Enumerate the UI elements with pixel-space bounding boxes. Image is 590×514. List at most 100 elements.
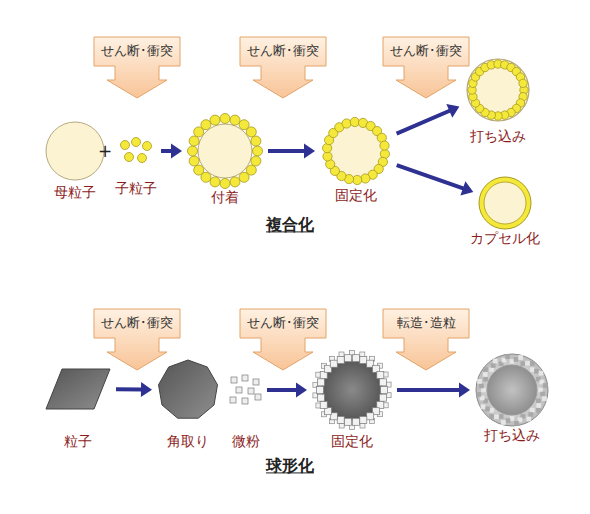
particle-label: 微粉 xyxy=(180,433,312,449)
operation-arrow-box: せん断･衝突 xyxy=(382,36,470,100)
spherical-particle-part xyxy=(476,354,548,426)
spherical-particle-part xyxy=(541,392,545,396)
operation-arrow-box-part xyxy=(240,309,326,370)
fine-powder-part xyxy=(242,375,248,381)
fine-powder-part xyxy=(255,394,261,400)
fixed-particle-part xyxy=(323,152,332,161)
flow-arrow-line xyxy=(397,111,451,134)
raw-particle: 粒子 xyxy=(45,368,111,410)
spherical-particle-part xyxy=(527,417,531,421)
spherical-particle-part xyxy=(481,405,485,409)
operation-arrow-box: 転造･造粒 xyxy=(382,308,470,372)
operation-label: せん断･衝突 xyxy=(93,36,181,66)
flow-arrow xyxy=(397,165,474,195)
operation-arrow-box-part xyxy=(383,309,469,370)
flow-arrow xyxy=(397,383,470,398)
spherical-particle-part xyxy=(530,361,534,365)
flow-arrow-head xyxy=(171,144,182,159)
particle-label: 打ち込み xyxy=(414,128,582,144)
spherical-particle-shape xyxy=(475,353,549,427)
rounded-particle-shape xyxy=(157,359,219,421)
fine-powder-part xyxy=(231,377,237,383)
spherical-particle-part xyxy=(485,407,489,411)
adhered-particle-part xyxy=(230,177,240,187)
flow-arrow-line xyxy=(397,388,460,392)
operation-arrow-box-part xyxy=(94,309,180,370)
spherical-particle-part xyxy=(493,359,497,363)
adhered-particle-part xyxy=(189,156,199,166)
spherical-particle-part xyxy=(483,373,487,377)
child-particles-part xyxy=(138,154,147,163)
flow-arrow xyxy=(267,383,307,398)
operation-label: 転造･造粒 xyxy=(382,308,470,338)
fixed-powder-particle-part xyxy=(367,413,374,420)
fine-powder-part xyxy=(242,398,248,404)
spherical-particle-part xyxy=(539,371,543,375)
fine-powder-shape xyxy=(230,376,262,404)
spherical-particle-part xyxy=(479,384,483,388)
spherical-particle-part xyxy=(501,420,505,424)
spherical-particle-part xyxy=(539,388,543,392)
adhered-particle-shape xyxy=(187,113,263,189)
spherical-particle-part xyxy=(490,415,494,419)
section-title: 複合化 xyxy=(266,215,314,234)
raw-particle-shape xyxy=(45,368,111,410)
spherical-particle-part xyxy=(491,363,495,367)
particle-label: 子粒子 xyxy=(66,180,206,196)
mother-particle-shape xyxy=(45,121,105,181)
adhered-particle-part xyxy=(251,156,261,166)
capsule-particle: カプセル化 xyxy=(478,176,532,230)
adhered-particle-part xyxy=(230,115,240,125)
fixed-powder-particle-part xyxy=(337,357,344,364)
flow-arrow-line xyxy=(267,388,297,392)
adhered-particle-part xyxy=(198,124,252,178)
operation-arrow-box-part xyxy=(240,37,326,98)
flow-arrow xyxy=(268,144,315,159)
spherical-particle-part xyxy=(495,415,499,419)
spherical-particle-part xyxy=(499,414,503,418)
mother-particle: 母粒子 xyxy=(45,121,105,181)
rounded-particle-part xyxy=(159,360,218,418)
adhered-particle-part xyxy=(210,177,220,187)
operation-arrow-box: せん断･衝突 xyxy=(239,308,327,372)
embedded-particle-part xyxy=(519,79,527,87)
adhered-particle-part xyxy=(189,136,199,146)
fixed-particle-part xyxy=(350,117,359,126)
adhered-particle-part xyxy=(201,120,211,130)
adhered-particle-part xyxy=(220,179,230,189)
section-title: 球形化 xyxy=(266,456,314,475)
fine-powder-part xyxy=(230,397,236,403)
fixed-powder-particle-part xyxy=(322,360,382,420)
spherical-particle-part xyxy=(484,377,488,381)
mother-particle-part xyxy=(46,122,104,180)
fixed-powder-particle-part xyxy=(345,418,352,425)
spherical-particle-part xyxy=(535,369,539,373)
operation-label: せん断･衝突 xyxy=(382,36,470,66)
spherical-particle-part xyxy=(506,355,510,359)
particle-label: 打ち込み xyxy=(425,427,590,443)
capsule-particle-part xyxy=(479,177,531,229)
spherical-particle-part xyxy=(536,399,540,403)
fixed-powder-particle-part xyxy=(345,355,352,362)
spherical-particle-part xyxy=(510,417,514,421)
spherical-particle-part xyxy=(514,421,518,425)
spherical-particle-part xyxy=(514,357,518,361)
fixed-particle-part xyxy=(353,175,362,184)
fine-powder-part xyxy=(248,388,254,394)
flow-arrow xyxy=(161,144,182,159)
rounded-particle: 角取り xyxy=(157,359,219,421)
particle-label: 固定化 xyxy=(262,433,442,449)
embedded-particle-shape xyxy=(464,56,532,124)
fixed-powder-particle-part xyxy=(337,416,344,423)
adhered-particle-part xyxy=(246,127,256,137)
adhered-particle-part xyxy=(194,165,204,175)
adhered-particle-part xyxy=(220,114,230,124)
adhered-particle: 付着 xyxy=(187,113,263,189)
spherical-particle-part xyxy=(537,404,541,408)
operation-arrow-box: せん断･衝突 xyxy=(93,308,181,372)
spherical-particle-part xyxy=(530,368,534,372)
flow-arrow-head xyxy=(141,382,152,397)
child-particles-part xyxy=(125,153,134,162)
fixed-particle-shape xyxy=(320,115,392,187)
